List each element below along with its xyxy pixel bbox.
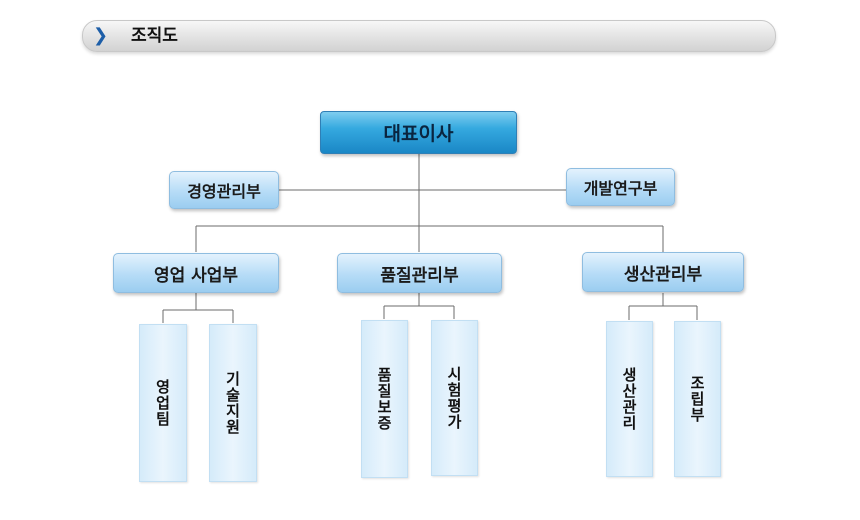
title-bar: ❯ 조직도 — [82, 20, 776, 52]
dept-node-sales: 영업 사업부 — [113, 253, 279, 293]
team-node: 영업팀 — [139, 324, 187, 482]
team-node: 기술지원 — [209, 324, 257, 482]
team-label: 품질보증 — [375, 367, 393, 431]
ceo-node: 대표이사 — [320, 111, 517, 154]
team-label: 조립부 — [688, 375, 706, 423]
team-label: 영업팀 — [153, 379, 172, 427]
team-node: 품질보증 — [361, 320, 408, 478]
team-label: 시험평가 — [445, 366, 463, 430]
side-node-right: 개발연구부 — [566, 168, 675, 206]
team-node: 시험평가 — [431, 320, 478, 476]
dept-node-quality: 품질관리부 — [337, 253, 502, 293]
team-label: 기술지원 — [223, 371, 242, 435]
team-node: 생산관리 — [606, 321, 653, 477]
chevron-right-icon: ❯ — [93, 25, 109, 46]
side-node-left: 경영관리부 — [169, 171, 279, 209]
page-title: 조직도 — [131, 26, 178, 46]
team-label: 생산관리 — [620, 367, 638, 431]
dept-node-production: 생산관리부 — [582, 252, 744, 292]
team-node: 조립부 — [674, 321, 721, 477]
